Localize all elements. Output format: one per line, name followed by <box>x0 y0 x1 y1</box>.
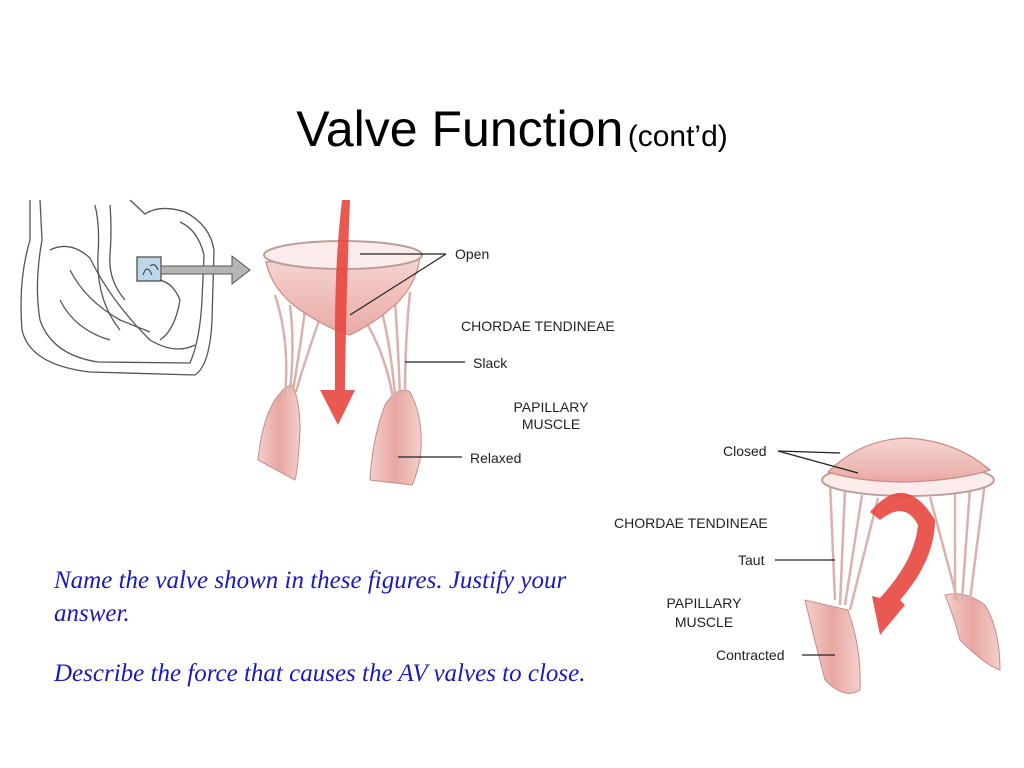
open-chordae-label: CHORDAE TENDINEAE <box>461 318 615 334</box>
slide-title: Valve Function (cont’d) <box>0 100 1024 158</box>
heart-outline-diagram <box>20 199 215 376</box>
closed-chordae-label: CHORDAE TENDINEAE <box>614 515 768 531</box>
open-valve-leaders <box>349 253 465 458</box>
taut-label: Taut <box>738 552 765 568</box>
valve-location-box <box>136 256 162 282</box>
open-papillary-label-line2: MUSCLE <box>522 416 580 432</box>
closed-papillary-label-line2: MUSCLE <box>675 614 733 630</box>
contracted-label: Contracted <box>716 647 784 663</box>
open-label: Open <box>455 246 489 262</box>
question-name-valve: Name the valve shown in these figures. J… <box>54 567 567 627</box>
closed-label: Closed <box>723 443 767 459</box>
open-papillary-label-line1: PAPILLARY <box>514 399 590 415</box>
valve-detail-icon <box>142 264 159 276</box>
closed-valve-illustration <box>804 437 1001 694</box>
pointer-arrow-icon <box>160 254 251 286</box>
relaxed-label: Relaxed <box>470 450 521 466</box>
closed-papillary-label-line1: PAPILLARY <box>667 595 743 611</box>
closed-valve-leaders <box>775 450 859 656</box>
question-describe-force: Describe the force that causes the AV va… <box>54 660 586 687</box>
title-main: Valve Function <box>296 101 624 157</box>
title-sub: (cont’d) <box>627 120 728 153</box>
open-valve-illustration <box>257 200 423 486</box>
slack-label: Slack <box>473 355 508 371</box>
